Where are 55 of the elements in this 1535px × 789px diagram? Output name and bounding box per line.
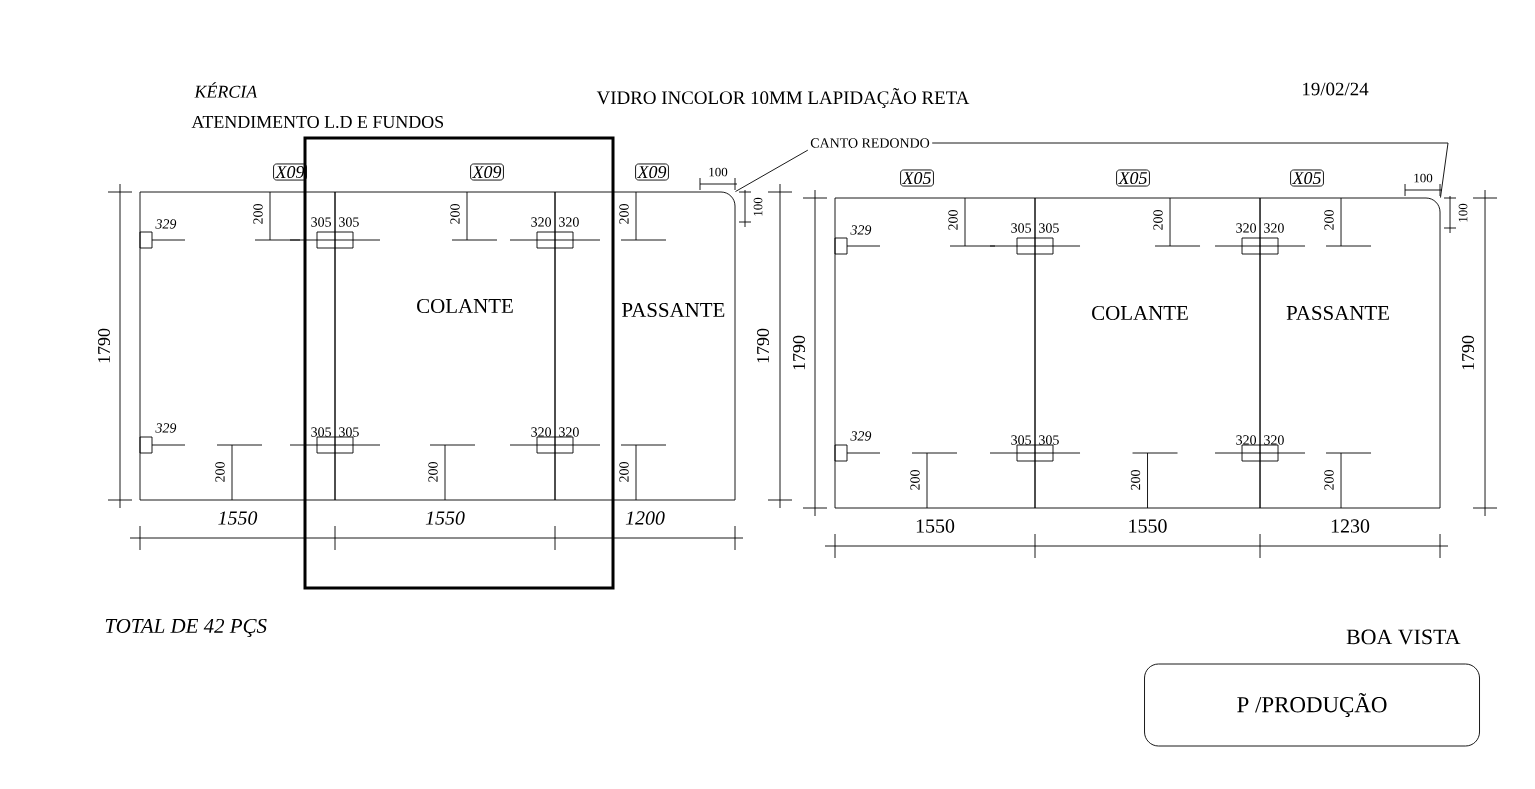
dimension-label: 305 (1011, 435, 1032, 445)
dimension-label: 1790 (97, 328, 111, 363)
stamp-box: P /PRODUÇÃO (1144, 663, 1480, 747)
header-text: ATENDIMENTO L.D E FUNDOS (191, 115, 444, 129)
dimension-label: 200 (450, 204, 460, 224)
dimension-label: 200 (948, 210, 958, 230)
dimension-label: 305 (1011, 223, 1032, 233)
dimension-label: 305 (339, 427, 359, 437)
node-label: X09 (636, 165, 667, 179)
dimension-label: 200 (428, 462, 438, 482)
dimension-label: 1790 (792, 335, 806, 370)
dimension-label: 320 (1264, 223, 1284, 233)
leader-line (735, 149, 809, 192)
dimension-label: 329 (155, 219, 177, 229)
dimension-label: 200 (619, 462, 629, 482)
dimension-label: 200 (253, 204, 263, 224)
dimension-label: 200 (1153, 210, 1163, 230)
dimension-label: 200 (1130, 470, 1141, 490)
node-label: X05 (901, 171, 931, 185)
dimension-label: 320 (531, 427, 551, 437)
dimension-label: 320 (559, 427, 579, 437)
date-text: 19/02/24 (1303, 82, 1369, 96)
dimension-label: 320 (1236, 435, 1257, 445)
dimension-label: 100 (1414, 173, 1433, 183)
dimension-label: 100 (753, 197, 763, 216)
dimension-label: 200 (910, 470, 920, 490)
title: VIDRO INCOLOR 10MM LAPIDAÇÃO RETA (596, 88, 970, 108)
dimension-label: 1790 (756, 328, 770, 363)
dimension-label: 200 (215, 462, 225, 482)
node-label: X09 (274, 165, 305, 179)
dimension-label: 305 (311, 427, 331, 437)
dimension-label: 1790 (1461, 335, 1475, 370)
dimension-label: 305 (1039, 223, 1059, 233)
node-label: X05 (1291, 171, 1321, 185)
dimension-label: 320 (1264, 435, 1284, 445)
node-label: X05 (1117, 171, 1147, 185)
header-text: KÉRCIA (194, 82, 258, 98)
dimension-label: 320 (559, 217, 579, 227)
node-label: X09 (471, 165, 502, 179)
dimension-label: 320 (1236, 223, 1257, 233)
dimension-label: 100 (1458, 203, 1468, 222)
dimension-label: 200 (1324, 470, 1334, 490)
total-note: TOTAL DE 42 PÇS (105, 618, 267, 638)
dimension-label: 200 (619, 204, 629, 224)
dimension-label: 329 (155, 423, 177, 433)
dimension-label: 305 (339, 217, 359, 227)
dimension-label: 329 (850, 431, 872, 441)
leader-line (931, 142, 1449, 198)
dimension-label: 305 (1039, 435, 1059, 445)
note-text: CANTO REDONDO (810, 138, 930, 148)
dimension-label: 329 (850, 225, 872, 235)
dimension-label: 305 (311, 217, 331, 227)
dimension-label: 100 (709, 167, 728, 177)
dimension-label: 200 (1324, 210, 1334, 230)
dimension-label: 320 (531, 217, 551, 227)
